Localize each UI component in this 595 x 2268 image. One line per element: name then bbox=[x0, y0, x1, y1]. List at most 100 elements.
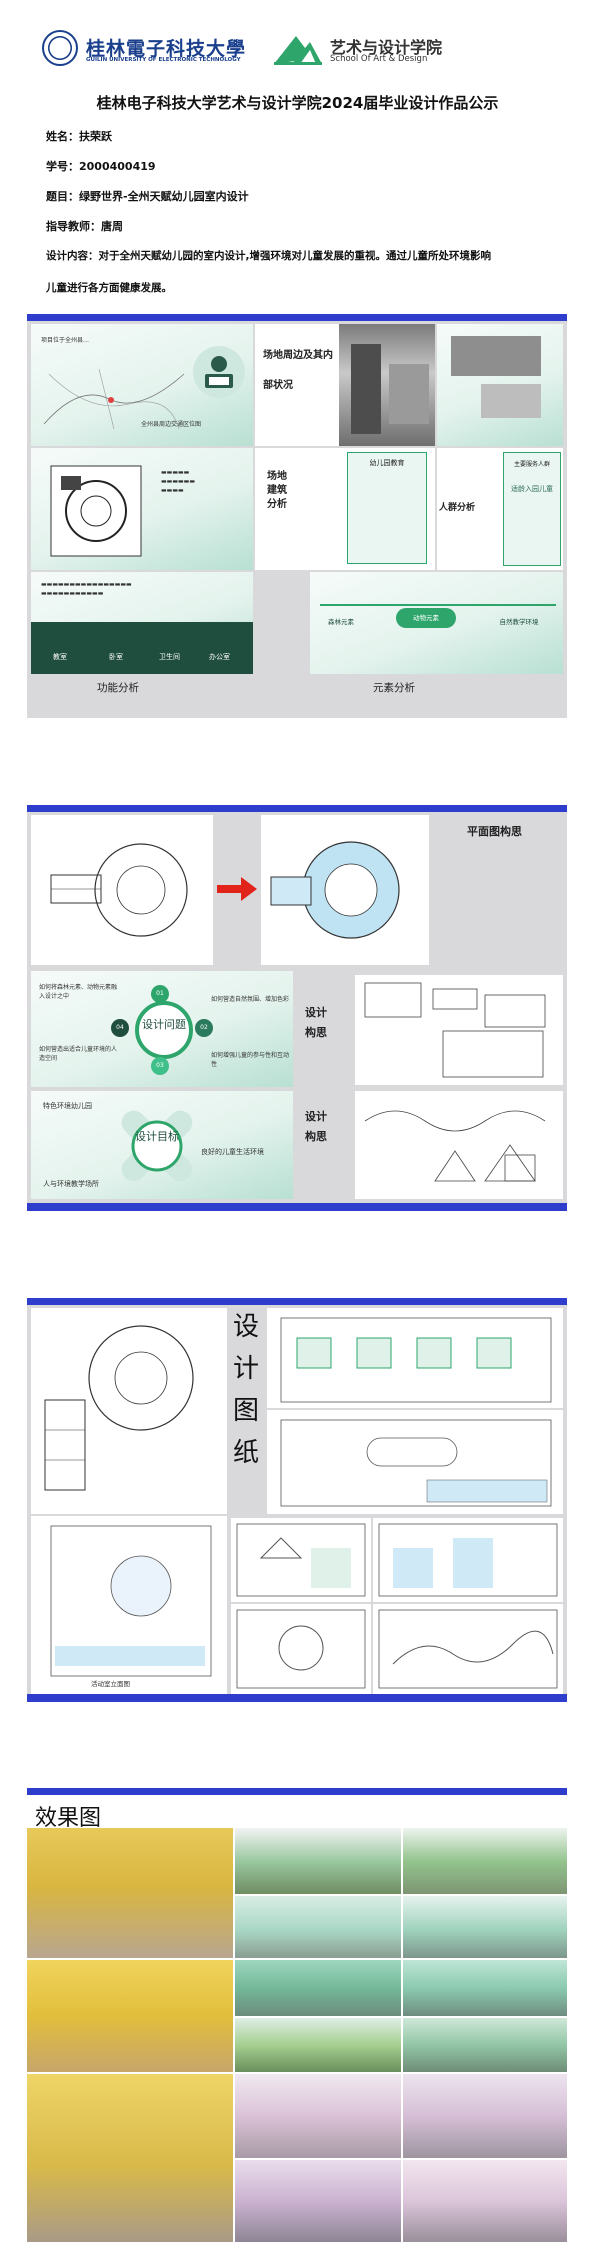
crowd-analysis-box: 人群分析 主要服务人群 适龄入园儿童 bbox=[437, 448, 563, 570]
rendering-green-room-4 bbox=[403, 1960, 567, 2016]
rendering-pink-room-3 bbox=[235, 2160, 401, 2242]
problem-node-04: 04 bbox=[111, 1019, 129, 1037]
analysis-panel: 项目位于全州县… 全州县周边交通区位图 场地周边及其内 部状况 bbox=[27, 314, 567, 718]
elevation-1-drawing bbox=[280, 1317, 552, 1403]
design-problem-center: 设计问题 bbox=[135, 1001, 193, 1059]
advisor-line: 指导教师：唐周 bbox=[46, 218, 123, 234]
floor-plan-drawing bbox=[44, 1325, 194, 1491]
rendering-mint-room-1 bbox=[235, 1896, 401, 1958]
renderings-panel: 效果图 bbox=[27, 1788, 567, 2248]
concept-sketch-2-drawing bbox=[364, 1110, 546, 1182]
plan-original bbox=[31, 815, 213, 965]
rendering-pink-room-4 bbox=[403, 2160, 567, 2242]
content-line: 设计内容：对于全州天赋幼儿园的室内设计,增强环境对儿童发展的重视。通过儿童所处环… bbox=[46, 248, 491, 263]
rendering-yellow-room-1 bbox=[27, 1828, 233, 1958]
education-card-title: 幼儿园教育 bbox=[369, 459, 405, 467]
panel-top-bar bbox=[27, 314, 567, 321]
university-seal-logo bbox=[42, 30, 78, 66]
plan-colored bbox=[261, 815, 429, 965]
rendering-pink-room-1 bbox=[235, 2074, 401, 2158]
school-name-en: School Of Art & Design bbox=[330, 54, 428, 64]
elevation-3 bbox=[231, 1518, 371, 1602]
university-name-en: GUILIN UNIVERSITY OF ELECTRONIC TECHNOLO… bbox=[86, 57, 241, 63]
content-label: 设计内容： bbox=[46, 250, 99, 262]
rendering-mint-room-2 bbox=[403, 1896, 567, 1958]
rendering-green-room-1 bbox=[235, 1828, 401, 1894]
site-note: 项目位于全州县… bbox=[41, 337, 90, 344]
site-interior-photo bbox=[451, 336, 541, 376]
goal-1: 特色环境幼儿园 bbox=[43, 1102, 92, 1110]
panel-bottom-bar bbox=[27, 1694, 567, 1702]
traffic-map-icon bbox=[43, 368, 185, 430]
topic: 绿野世界-全州天赋幼儿园室内设计 bbox=[79, 190, 249, 203]
plan-original-drawing bbox=[50, 843, 188, 937]
content-text-1: 对于全州天赋幼儿园的室内设计,增强环境对儿童发展的重视。通过儿童所处环境影响 bbox=[98, 250, 492, 262]
problem-node-01: 01 bbox=[151, 985, 169, 1003]
problem-q3: 如何增强儿童的参与性和互动性 bbox=[211, 1052, 290, 1068]
function-caption: 功能分析 bbox=[97, 682, 139, 694]
design-concept-label-a: 设计构思 bbox=[305, 1006, 327, 1039]
goal-2: 人与环境教学场所 bbox=[43, 1180, 99, 1188]
rendering-green-room-5 bbox=[235, 2018, 401, 2072]
site-label-a: 场地周边及其内 bbox=[263, 350, 333, 361]
school-logo-icon bbox=[274, 36, 322, 65]
advisor: 唐周 bbox=[101, 220, 123, 233]
elevation-6 bbox=[373, 1604, 563, 1694]
crowd-card-title: 主要服务人群 bbox=[513, 461, 550, 468]
elevation-1 bbox=[267, 1308, 563, 1408]
site-plan-card: ▬▬▬▬▬▬▬▬▬▬▬▬▬▬▬ bbox=[31, 448, 253, 570]
goal-cross-icon bbox=[121, 1110, 193, 1182]
topic-line: 题目：绿野世界-全州天赋幼儿园室内设计 bbox=[46, 188, 249, 204]
site-photo bbox=[339, 324, 435, 446]
problem-q1: 如何将森林元素、动物元素融入设计之中 bbox=[39, 984, 118, 1000]
function-tab-bedroom: 卧室 bbox=[109, 653, 123, 661]
floor-plan bbox=[31, 1308, 227, 1514]
rendering-green-room-2 bbox=[403, 1828, 567, 1894]
problem-q4: 如何营造出适合儿童环境的人造空间 bbox=[39, 1046, 118, 1062]
drawings-vertical-label: 设计图纸 bbox=[232, 1312, 259, 1468]
concept-sketch-1-drawing bbox=[364, 982, 546, 1078]
site-location-card: 项目位于全州县… 全州县周边交通区位图 bbox=[31, 324, 253, 446]
function-analysis-card: ▬▬▬▬▬▬▬▬▬▬▬▬▬▬▬▬▬▬▬▬▬▬▬▬▬▬▬ 教室 卧室 卫生间 办公… bbox=[31, 572, 253, 674]
elevation-6-drawing bbox=[378, 1609, 558, 1689]
section-drawing-svg bbox=[50, 1525, 212, 1677]
design-concept-label-b: 设计构思 bbox=[305, 1110, 327, 1143]
elevation-4 bbox=[373, 1518, 563, 1602]
panel-bottom-bar bbox=[27, 1203, 567, 1211]
crowd-label: 人群分析 bbox=[439, 503, 476, 513]
renderings-title: 效果图 bbox=[35, 1806, 102, 1831]
problem-node-03: 03 bbox=[151, 1057, 169, 1075]
site-plan-drawing-icon bbox=[50, 465, 142, 557]
topic-label: 题目： bbox=[46, 190, 79, 203]
design-goal-card: 设计目标 特色环境幼儿园 人与环境教学场所 良好的儿童生活环境 bbox=[31, 1091, 293, 1199]
panel-top-bar bbox=[27, 1788, 567, 1795]
building-label: 场地 建筑 分析 bbox=[267, 471, 287, 510]
site-surroundings-label-box: 场地周边及其内 部状况 bbox=[255, 324, 339, 446]
panel-top-bar bbox=[27, 1298, 567, 1305]
student-name-line: 姓名：扶荣跃 bbox=[46, 128, 112, 144]
rendering-green-room-3 bbox=[235, 1960, 401, 2016]
student-id-line: 学号：2000400419 bbox=[46, 158, 156, 174]
problem-q2: 如何营造自然氛围、增加色彩 bbox=[211, 996, 290, 1003]
right-arrow-icon bbox=[217, 877, 257, 901]
elevation-2-drawing bbox=[280, 1419, 552, 1507]
design-problem-card: 设计问题 01 02 03 04 如何将森林元素、动物元素融入设计之中 如何营造… bbox=[31, 971, 293, 1087]
function-tab-classroom: 教室 bbox=[53, 653, 67, 661]
goal-3: 良好的儿童生活环境 bbox=[201, 1148, 264, 1156]
page-title: 桂林电子科技大学艺术与设计学院2024届毕业设计作品公示 bbox=[96, 94, 499, 112]
plan-colored-drawing bbox=[270, 841, 400, 939]
concept-sketch-2 bbox=[355, 1091, 563, 1199]
traffic-note: 全州县周边交通区位图 bbox=[141, 421, 202, 428]
site-label-b: 部状况 bbox=[263, 380, 293, 391]
plan-concept-label: 平面图构思 bbox=[467, 825, 522, 838]
concept-sketch-1 bbox=[355, 975, 563, 1085]
rendering-pink-room-2 bbox=[403, 2074, 567, 2158]
name-label: 姓名： bbox=[46, 130, 79, 143]
function-note: ▬▬▬▬▬▬▬▬▬▬▬▬▬▬▬▬▬▬▬▬▬▬▬▬▬▬▬ bbox=[41, 581, 132, 597]
function-tab-office: 办公室 bbox=[209, 653, 230, 661]
concept-panel: 平面图构思 设计问题 01 02 03 04 如何将森林元素、动物元素融入设计之… bbox=[27, 805, 567, 1211]
content-line-2: 儿童进行各方面健康发展。 bbox=[46, 280, 172, 295]
element-forest: 森林元素 bbox=[328, 618, 354, 626]
elevation-5-drawing bbox=[236, 1609, 366, 1689]
plan-caption: 活动室立面图 bbox=[91, 1680, 130, 1688]
